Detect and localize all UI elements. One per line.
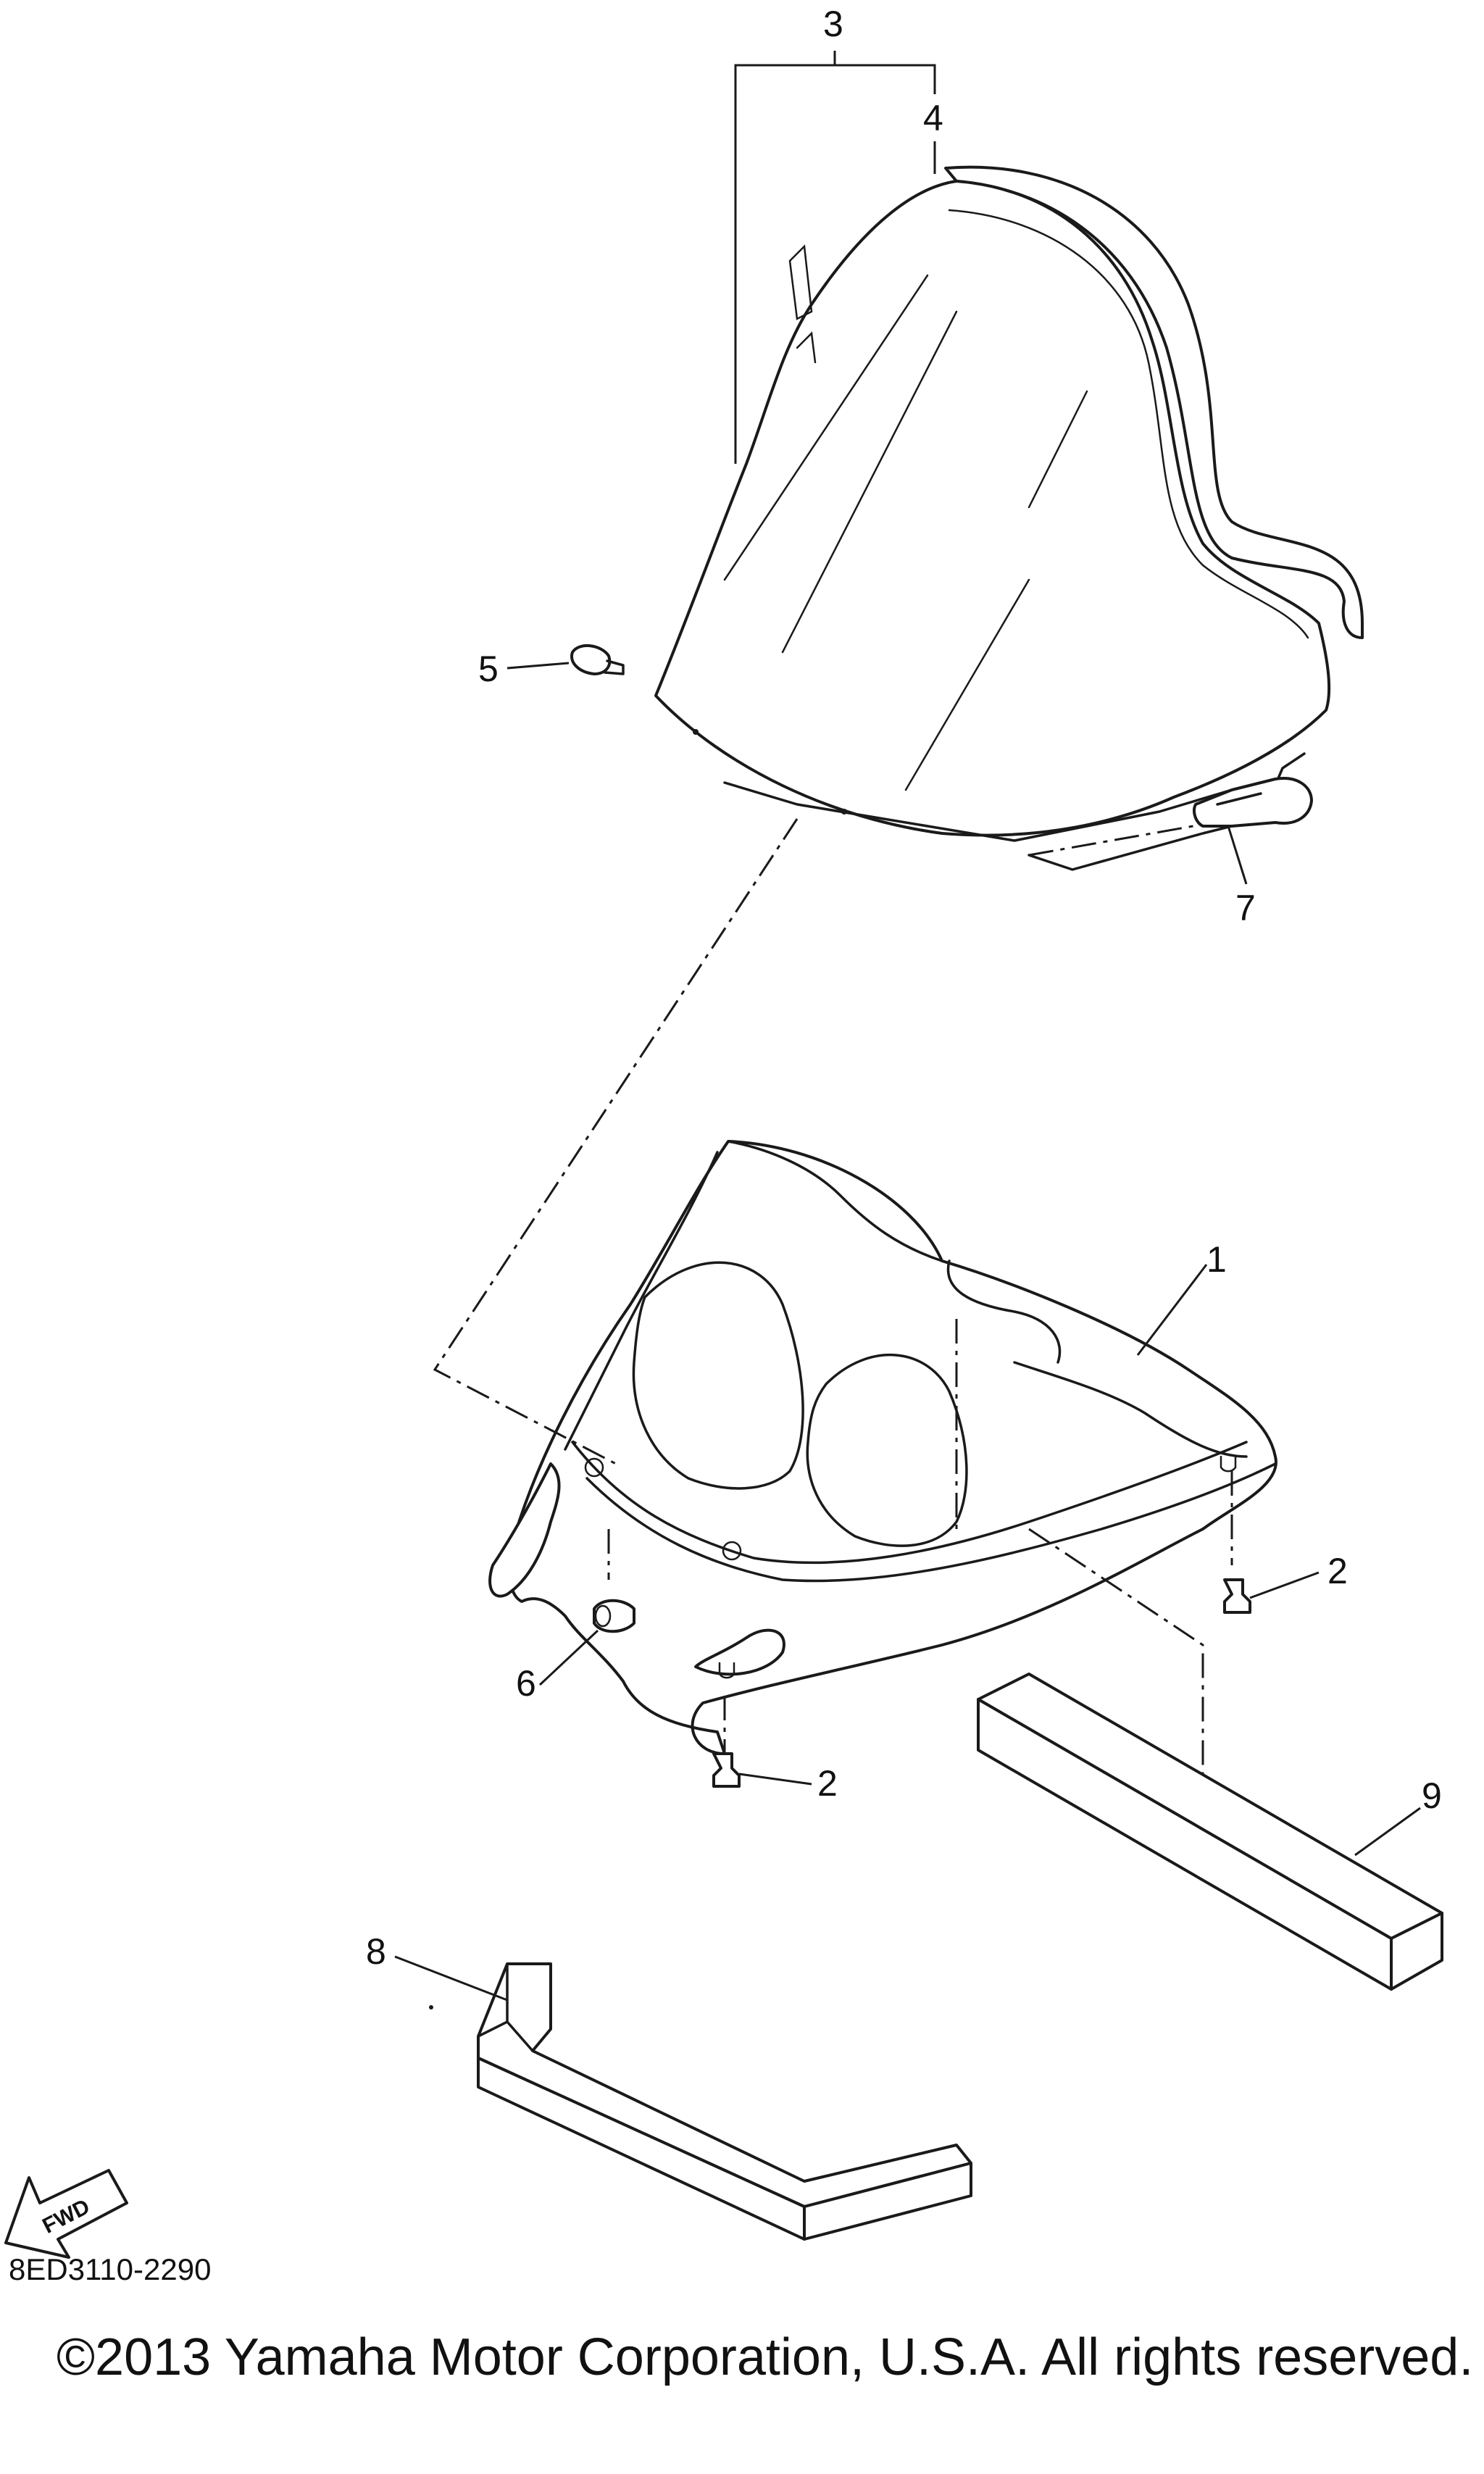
grommet-6 xyxy=(593,1599,635,1633)
leader-6 xyxy=(538,1629,599,1686)
leader-1 xyxy=(1136,1264,1208,1356)
bolt-2-lower xyxy=(712,1752,741,1788)
part-code: 8ED3110-2290 xyxy=(9,2252,212,2286)
callout-6: 6 xyxy=(516,1663,536,1704)
fwd-arrow-icon: FWD xyxy=(4,2169,128,2259)
foam-strip-8 xyxy=(477,1962,972,2241)
callout-4: 4 xyxy=(923,98,943,138)
assembly-line xyxy=(433,818,799,1465)
callout-2a: 2 xyxy=(1327,1551,1348,1591)
callout-8: 8 xyxy=(366,1931,386,1972)
leader-9 xyxy=(1354,1807,1421,1857)
foam-block-9 xyxy=(977,1673,1443,1991)
screw-5 xyxy=(570,644,625,675)
leader-7 xyxy=(1227,825,1248,885)
callout-5: 5 xyxy=(478,649,499,689)
clip-7 xyxy=(1193,777,1313,828)
bolt-2-upper xyxy=(1223,1578,1251,1614)
callout-9: 9 xyxy=(1422,1775,1442,1816)
copyright-notice: ©2013 Yamaha Motor Corporation, U.S.A. A… xyxy=(57,2328,1474,2386)
callout-7: 7 xyxy=(1235,888,1256,928)
leader-5 xyxy=(507,662,570,670)
callout-2b: 2 xyxy=(817,1763,838,1804)
leader-2a xyxy=(1249,1571,1320,1599)
leader-2b xyxy=(738,1773,812,1786)
windshield xyxy=(654,165,1364,871)
leader-8 xyxy=(394,1955,508,2002)
callout-3: 3 xyxy=(823,4,843,44)
fairing xyxy=(488,1140,1277,1755)
callout-1: 1 xyxy=(1206,1239,1227,1280)
